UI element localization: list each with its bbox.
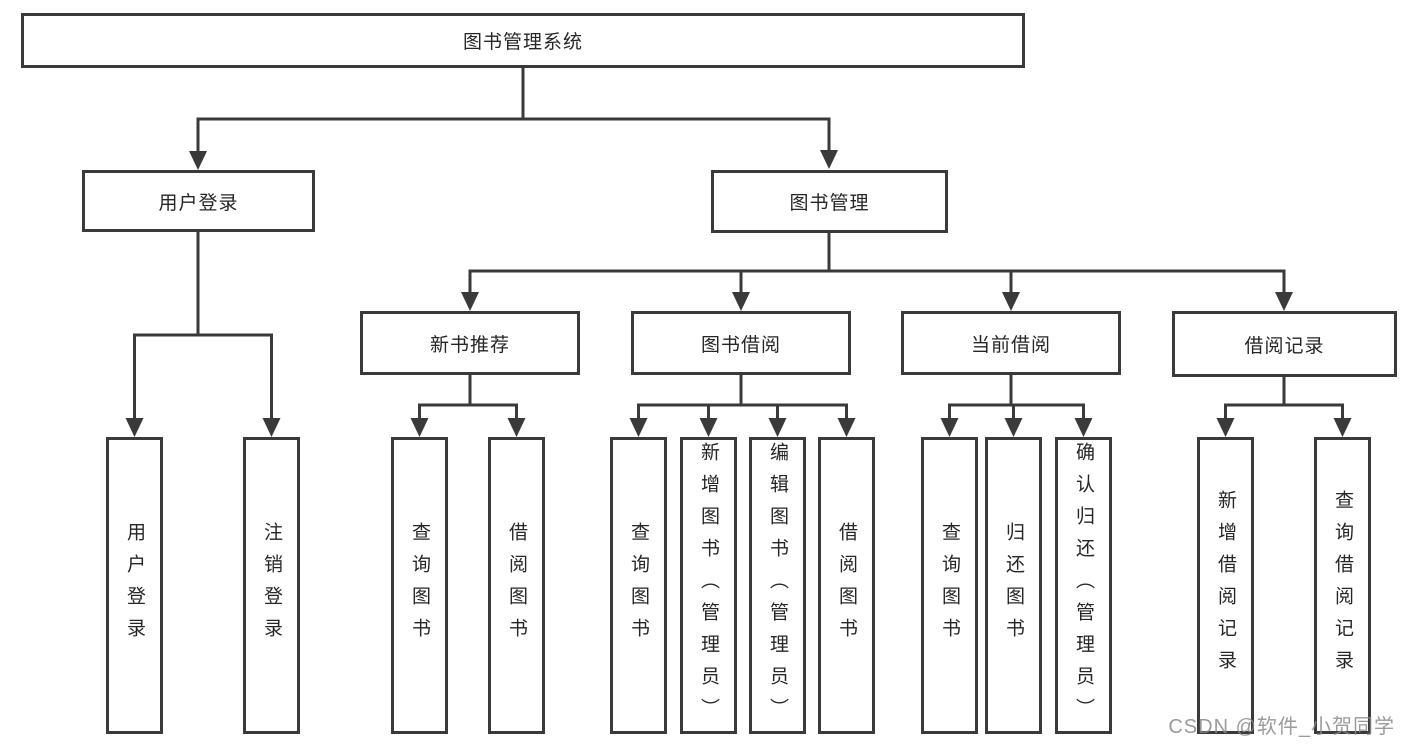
arrowhead	[629, 418, 648, 437]
arrowhead	[410, 418, 429, 437]
leaf-label: 用户登录	[124, 521, 145, 650]
node-label: 用户登录	[158, 192, 239, 214]
connector-current-borrow-to-leaves	[940, 375, 1093, 437]
leaf-add-borrowing-record: 新增借阅记录	[1197, 437, 1254, 734]
node-label: 当前借阅	[970, 334, 1051, 356]
node-borrowing-records: 借阅记录	[1172, 311, 1397, 377]
leaf-label: 注销登录	[261, 521, 282, 650]
connector-root-to-level2	[189, 68, 838, 170]
leaf-query-books-current: 查询图书	[921, 437, 978, 734]
arrowhead	[732, 292, 750, 311]
leaf-label: 查询借阅记录	[1332, 489, 1353, 682]
leaf-user-login: 用户登录	[106, 437, 163, 734]
connector-records-to-leaves	[1216, 375, 1352, 437]
leaf-label: 归还图书	[1003, 521, 1024, 650]
leaf-add-books-admin: 新增图书（管理员）	[680, 437, 737, 734]
leaf-logout: 注销登录	[243, 437, 300, 734]
node-label: 借阅记录	[1244, 335, 1325, 357]
connector-book-borrow-to-leaves	[629, 375, 856, 437]
arrowhead	[699, 418, 718, 437]
leaf-borrow-books: 借阅图书	[818, 437, 875, 734]
leaf-confirm-return-admin: 确认归还（管理员）	[1055, 437, 1112, 734]
arrowhead	[820, 150, 838, 169]
connector-new-book-to-leaves	[410, 375, 526, 437]
arrowhead	[1216, 418, 1235, 437]
arrowhead	[262, 418, 281, 437]
leaf-label: 借阅图书	[506, 521, 527, 650]
leaf-borrow-books-recommend: 借阅图书	[488, 437, 545, 734]
node-new-book-recommendation: 新书推荐	[360, 311, 580, 375]
connector-user-login-to-leaves	[125, 232, 281, 437]
arrowhead	[768, 418, 787, 437]
arrowhead	[837, 418, 856, 437]
node-label: 图书管理	[789, 193, 870, 214]
node-user-login: 用户登录	[82, 170, 315, 232]
leaf-edit-books-admin: 编辑图书（管理员）	[749, 437, 806, 734]
arrowhead	[1002, 292, 1020, 311]
arrowhead	[1074, 418, 1093, 437]
leaf-label: 确认归还（管理员）	[1073, 441, 1094, 730]
leaf-label: 借阅图书	[836, 521, 857, 650]
node-label: 图书管理系统	[462, 32, 583, 53]
node-book-borrowing: 图书借阅	[631, 311, 851, 375]
watermark: CSDN @软件_小贺同学	[1168, 716, 1395, 738]
leaf-label: 查询图书	[939, 521, 960, 650]
leaf-return-books: 归还图书	[985, 437, 1042, 734]
arrowhead	[940, 418, 959, 437]
leaf-label: 新增图书（管理员）	[698, 441, 719, 730]
leaf-label: 查询图书	[628, 521, 649, 650]
arrowhead	[461, 292, 479, 311]
node-library-management-system: 图书管理系统	[21, 13, 1025, 68]
arrowhead	[189, 151, 207, 170]
arrowhead	[125, 418, 144, 437]
arrowhead	[507, 418, 526, 437]
leaf-label: 查询图书	[409, 521, 430, 650]
node-current-borrowing: 当前借阅	[901, 311, 1121, 375]
node-book-management: 图书管理	[711, 170, 948, 233]
leaf-query-books-recommend: 查询图书	[391, 437, 448, 734]
leaf-query-books-borrow: 查询图书	[610, 437, 667, 734]
arrowhead	[1004, 418, 1023, 437]
node-label: 新书推荐	[429, 334, 510, 356]
node-label: 图书借阅	[700, 334, 781, 356]
leaf-label: 编辑图书（管理员）	[767, 441, 788, 730]
connector-book-mgmt-to-level3	[461, 233, 1293, 311]
arrowhead	[1275, 292, 1293, 311]
leaf-query-borrowing-record: 查询借阅记录	[1314, 437, 1371, 734]
leaf-label: 新增借阅记录	[1215, 489, 1236, 682]
arrowhead	[1333, 418, 1352, 437]
